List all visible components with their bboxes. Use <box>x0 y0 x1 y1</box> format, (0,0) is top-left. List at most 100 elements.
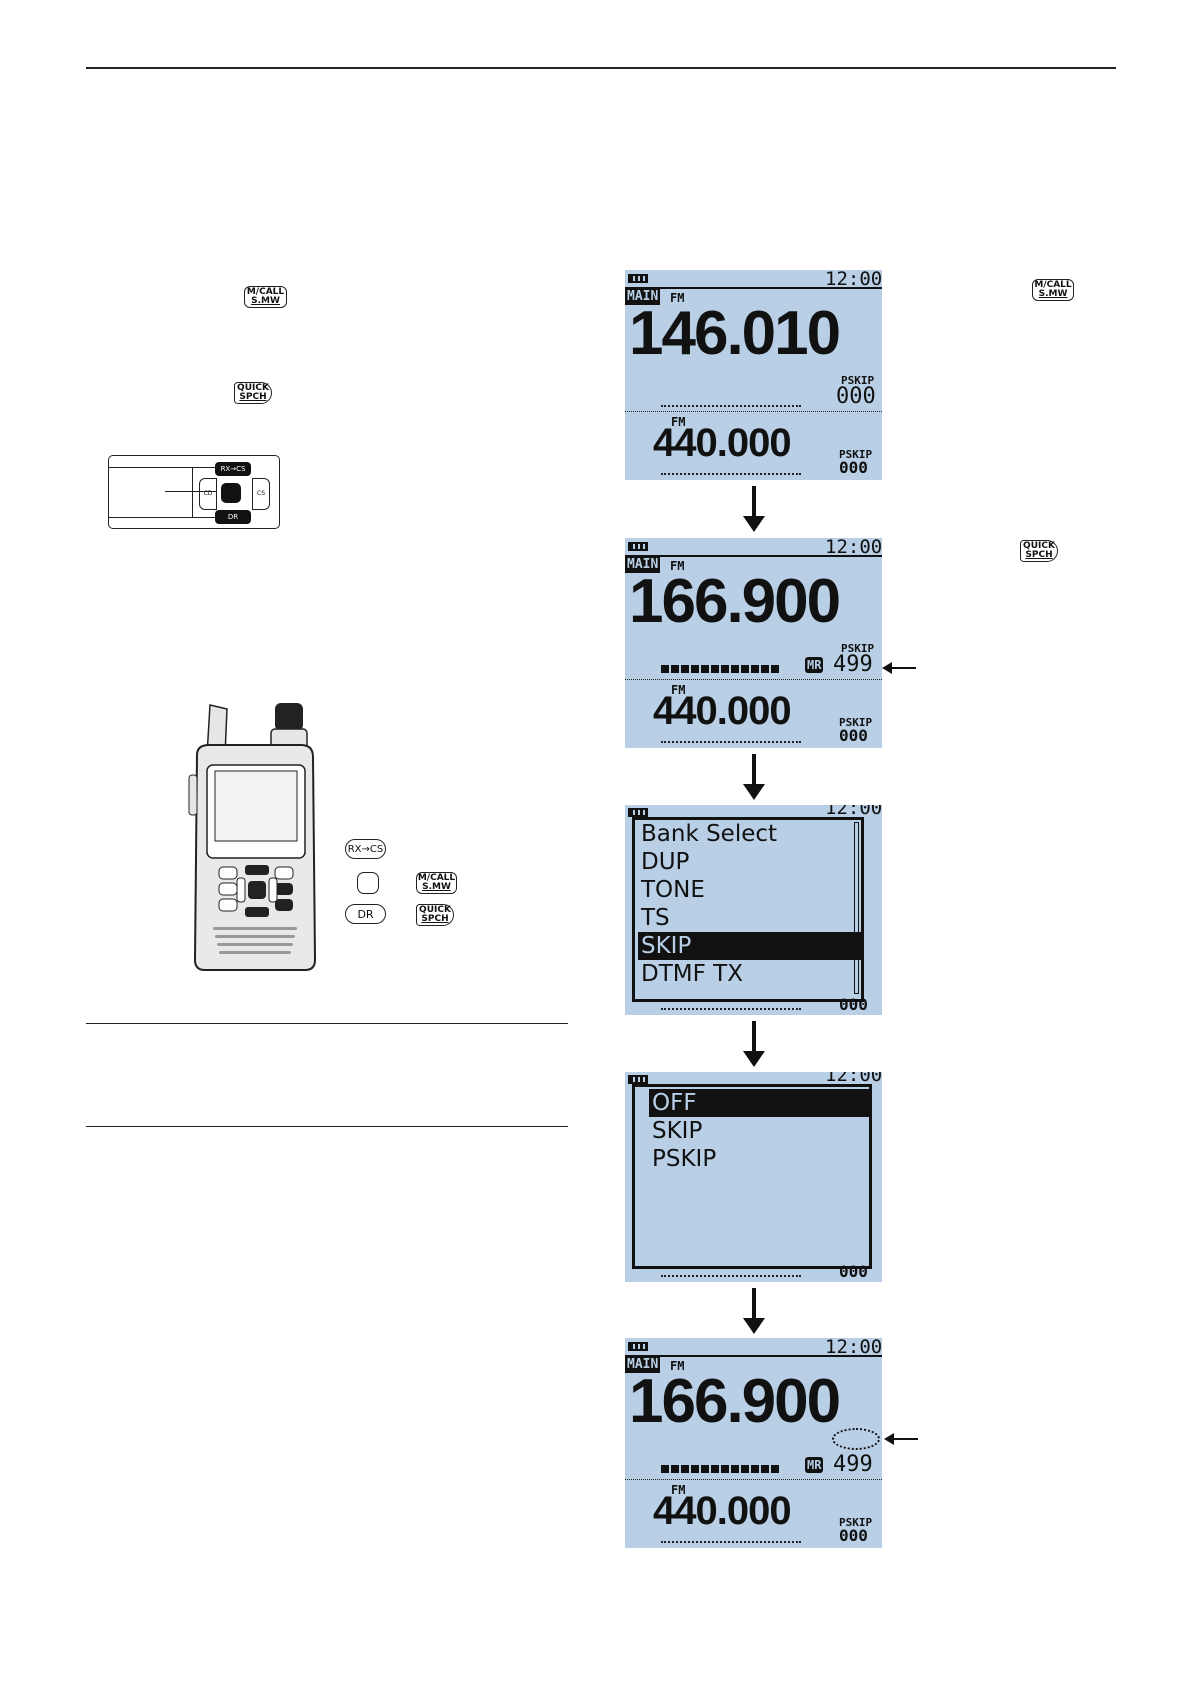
s-meter <box>661 405 801 407</box>
pointer-line-top <box>109 467 217 468</box>
center-legend-key <box>357 872 379 894</box>
quick-key-line2: SPCH <box>239 392 267 402</box>
s-meter-bars <box>661 1465 781 1473</box>
option-selected[interactable]: OFF <box>649 1089 870 1117</box>
menu-item-selected[interactable]: SKIP <box>638 932 861 960</box>
s-meter-bars <box>661 665 781 673</box>
battery-icon <box>628 1342 648 1351</box>
sub-s-meter <box>661 1541 801 1543</box>
sub-mode-label: FM <box>671 1483 686 1497</box>
sub-skip-label: PSKIP <box>839 448 873 461</box>
sub-channel-number: 000 <box>839 1526 868 1545</box>
band-divider <box>625 1479 882 1480</box>
clock: 12:00 <box>825 805 882 819</box>
mr-tag: MR <box>805 1457 824 1473</box>
transceiver-illustration <box>188 703 317 971</box>
pointer-line-vert <box>192 467 193 517</box>
clock: 12:00 <box>825 538 882 558</box>
cs-key-icon: CS <box>252 478 270 510</box>
sub-mode-label: FM <box>671 683 686 697</box>
top-rule <box>86 67 1116 69</box>
note-top-rule <box>86 1023 568 1024</box>
mode-label: FM <box>670 1359 685 1373</box>
mcall-step-key-icon: M/CALL S.MW <box>1032 279 1074 301</box>
mcall-legend-line2: S.MW <box>422 882 451 892</box>
main-frequency: 166.900 <box>629 567 841 636</box>
mcall-key-icon: M/CALL S.MW <box>244 286 287 308</box>
sub-s-meter <box>661 1008 801 1010</box>
menu-item[interactable]: DUP <box>641 849 690 875</box>
mcall-step-line1: M/CALL <box>1034 280 1072 290</box>
menu-item[interactable]: TONE <box>641 877 705 903</box>
quick-legend-line2: SPCH <box>421 914 449 924</box>
sub-s-meter <box>661 473 801 475</box>
option-item[interactable]: PSKIP <box>652 1146 717 1172</box>
quick-legend-line1: QUICK <box>419 905 451 915</box>
battery-icon <box>628 1075 648 1084</box>
lcd-screen-1: 12:00 MAIN FM 146.010 PSKIP 000 FM 440.0… <box>625 270 882 480</box>
menu-item[interactable]: TS <box>641 905 670 931</box>
sub-skip-label: PSKIP <box>839 1516 873 1529</box>
main-frequency: 166.900 <box>629 1367 841 1436</box>
battery-icon <box>628 274 648 283</box>
sub-s-meter <box>661 741 801 743</box>
clock: 12:00 <box>825 1072 882 1086</box>
band-tag: MAIN <box>625 557 661 573</box>
clock: 12:00 <box>825 1338 882 1358</box>
option-item[interactable]: SKIP <box>652 1118 703 1144</box>
mcall-key-line1: M/CALL <box>246 287 285 297</box>
quick-step-line1: QUICK <box>1023 541 1055 551</box>
sub-channel-number: 000 <box>839 458 868 477</box>
pointer-arrow-2 <box>890 1438 918 1440</box>
sub-frequency: 440.000 <box>653 421 792 465</box>
pointer-line-left <box>165 491 217 492</box>
skip-label: PSKIP <box>841 642 875 655</box>
menu-item[interactable]: Bank Select <box>641 821 778 847</box>
band-divider <box>625 411 882 412</box>
clock: 12:00 <box>825 270 882 290</box>
quick-key-icon: QUICK SPCH <box>234 382 272 404</box>
sub-mode-label: FM <box>671 415 686 429</box>
mcall-key-line2: S.MW <box>251 296 280 306</box>
rxcs-legend-key: RX→CS <box>345 839 386 859</box>
sub-frequency: 440.000 <box>653 1489 792 1533</box>
rxcs-key-icon: RX→CS <box>215 462 251 476</box>
mcall-legend-line1: M/CALL <box>417 873 456 883</box>
main-frequency: 146.010 <box>629 299 841 368</box>
channel-number: 499 <box>833 1452 873 1477</box>
battery-icon <box>628 808 648 817</box>
sub-frequency: 440.000 <box>653 689 792 733</box>
center-button-icon <box>221 483 241 503</box>
sub-s-meter <box>661 1275 801 1277</box>
lcd-screen-5: 12:00 MAIN FM 166.900 MR 499 FM 440.000 … <box>625 1338 882 1548</box>
footer-channel: 000 <box>839 1262 868 1281</box>
battery-icon <box>628 542 648 551</box>
lcd-screen-4: 12:00 OFF SKIP PSKIP 000 <box>625 1072 882 1282</box>
quick-legend-key: QUICK SPCH <box>416 904 454 926</box>
quick-key-line1: QUICK <box>237 383 269 393</box>
header-rule <box>625 555 882 557</box>
mcall-legend-key: M/CALL S.MW <box>416 872 457 894</box>
skip-options-menu: OFF SKIP PSKIP <box>632 1084 872 1269</box>
dr-legend-key: DR <box>345 904 386 924</box>
lcd-screen-3: 12:00 Bank Select DUP TONE TS SKIP DTMF … <box>625 805 882 1015</box>
band-divider <box>625 679 882 680</box>
band-tag: MAIN <box>625 1357 661 1373</box>
quick-step-line2: SPCH <box>1025 550 1053 560</box>
quick-menu: Bank Select DUP TONE TS SKIP DTMF TX <box>632 817 864 1002</box>
skip-label: PSKIP <box>841 374 875 387</box>
note-bottom-rule <box>86 1126 568 1127</box>
lcd-screen-2: 12:00 MAIN FM 166.900 PSKIP MR 499 FM 44… <box>625 538 882 748</box>
menu-scrollbar[interactable] <box>854 822 859 994</box>
pointer-arrow-1-head <box>882 662 892 674</box>
joystick-diagram: RX→CS DR CD CS <box>108 455 280 529</box>
mcall-step-line2: S.MW <box>1038 289 1068 299</box>
pointer-arrow-1 <box>888 667 916 669</box>
sub-skip-label: PSKIP <box>839 716 873 729</box>
channel-number: 000 <box>836 384 876 409</box>
mode-label: FM <box>670 559 685 573</box>
header-rule <box>625 1355 882 1357</box>
channel-number: 499 <box>833 652 873 677</box>
band-tag: MAIN <box>625 289 661 305</box>
menu-item[interactable]: DTMF TX <box>641 961 743 987</box>
